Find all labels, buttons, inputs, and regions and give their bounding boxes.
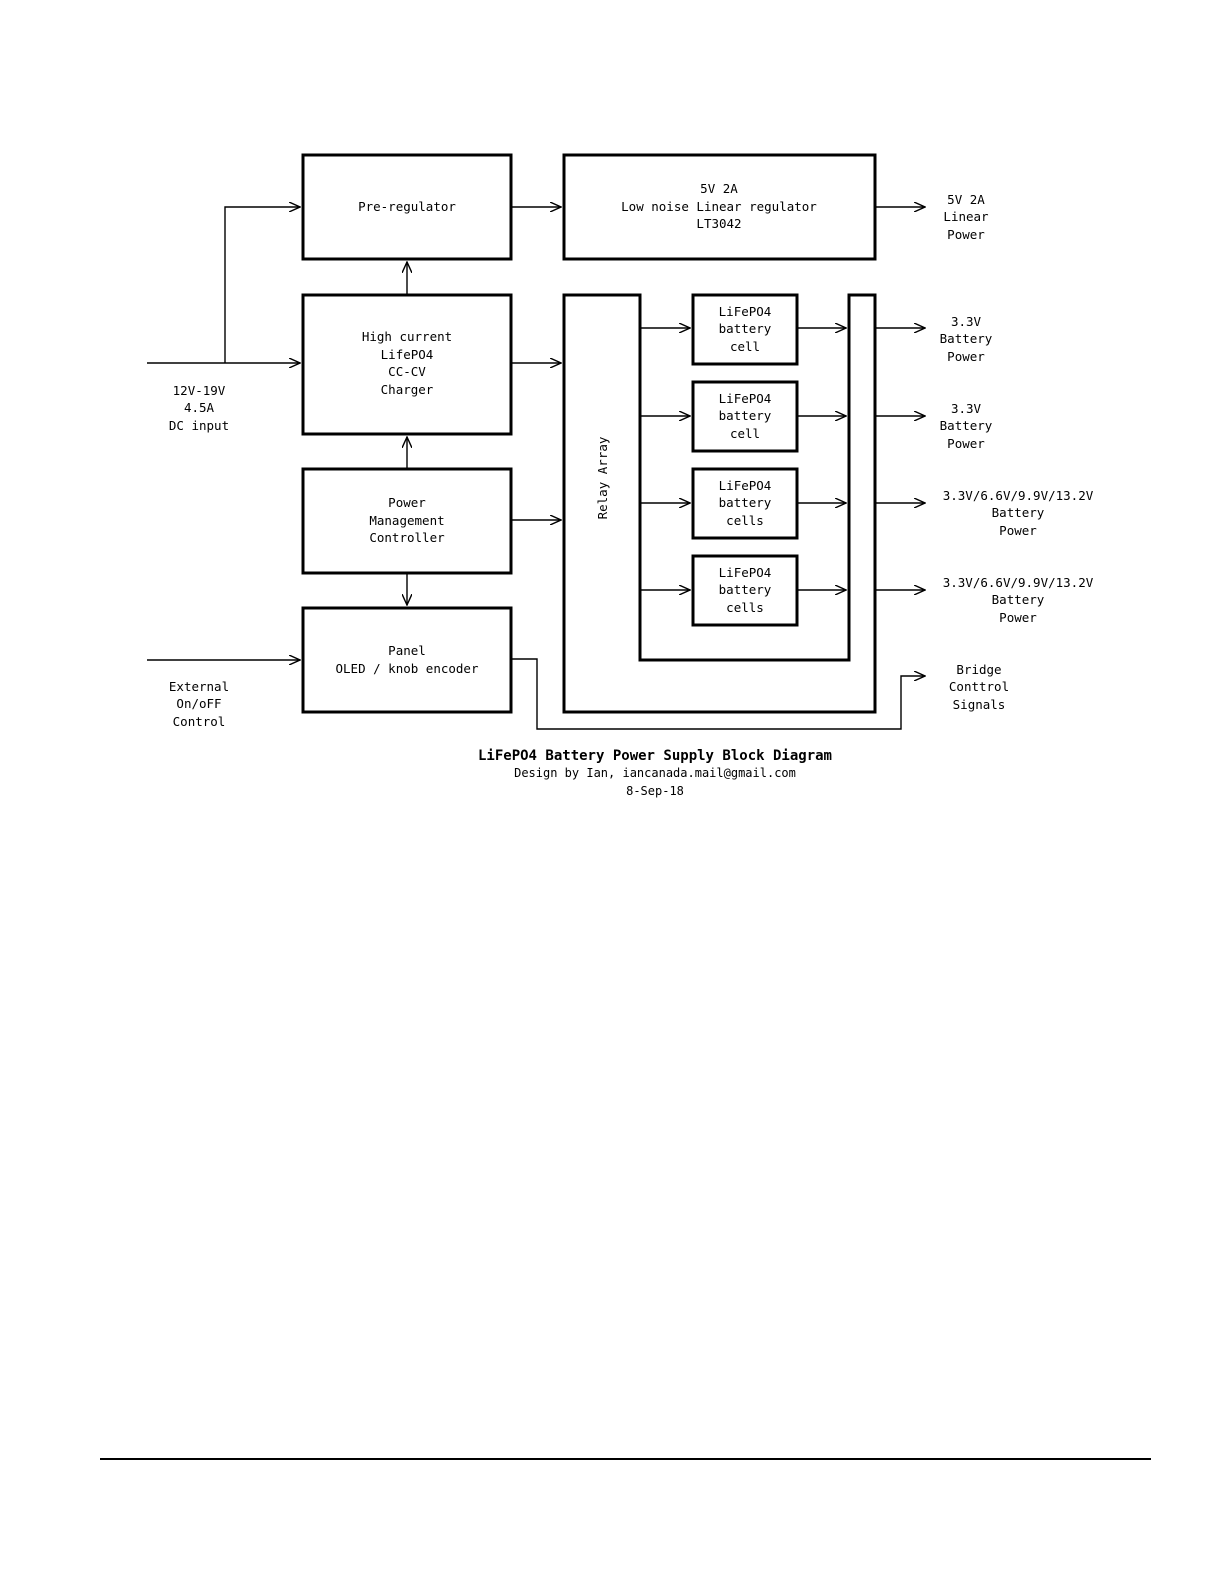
bridge-signals-line-2: Conttrol	[949, 679, 1009, 694]
battery-power-2-label: 3.3V Battery Power	[940, 401, 993, 451]
dc-input-line-1: 12V-19V	[173, 383, 226, 398]
battery-power-4-label: 3.3V/6.6V/9.9V/13.2V Battery Power	[943, 575, 1094, 625]
power-management-line-1: Power	[388, 495, 426, 510]
bridge-signals-line-3: Signals	[953, 697, 1006, 712]
power-management-line-2: Management	[369, 513, 444, 528]
battery-cell-2: LiFePO4 battery cell	[691, 380, 799, 453]
cell-3-line-1: LiFePO4	[719, 478, 772, 493]
battery-power-3-line-3: Power	[999, 523, 1037, 538]
linear-power-line-2: Linear	[943, 209, 989, 224]
pre-regulator-block: Pre-regulator	[301, 153, 513, 261]
caption-date: 8-Sep-18	[626, 784, 684, 798]
cell-4-line-3: cells	[726, 600, 764, 615]
charger-line-2: LifePO4	[381, 347, 434, 362]
footer-rule	[100, 1458, 1151, 1460]
dc-input-label: 12V-19V 4.5A DC input	[169, 383, 229, 433]
diagram-caption: LiFePO4 Battery Power Supply Block Diagr…	[478, 748, 832, 798]
charger-line-1: High current	[362, 329, 452, 344]
panel-line-1: Panel	[388, 643, 426, 658]
battery-cell-3: LiFePO4 battery cells	[691, 467, 799, 540]
battery-power-4-line-2: Battery	[992, 592, 1045, 607]
cell-4-line-1: LiFePO4	[719, 565, 772, 580]
battery-power-2-line-3: Power	[947, 436, 985, 451]
cell-1-line-1: LiFePO4	[719, 304, 772, 319]
battery-power-1-line-1: 3.3V	[951, 314, 982, 329]
battery-power-3-line-2: Battery	[992, 505, 1045, 520]
charger-line-4: Charger	[381, 382, 434, 397]
battery-power-2-line-1: 3.3V	[951, 401, 982, 416]
cell-2-line-1: LiFePO4	[719, 391, 772, 406]
battery-cell-4: LiFePO4 battery cells	[691, 554, 799, 627]
linear-power-label: 5V 2A Linear Power	[943, 192, 989, 242]
battery-power-3-line-1: 3.3V/6.6V/9.9V/13.2V	[943, 488, 1094, 503]
battery-cell-1: LiFePO4 battery cell	[691, 293, 799, 366]
battery-power-3-label: 3.3V/6.6V/9.9V/13.2V Battery Power	[943, 488, 1094, 538]
linear-power-line-3: Power	[947, 227, 985, 242]
panel-line-2: OLED / knob encoder	[336, 661, 479, 676]
charger-block: High current LifePO4 CC-CV Charger	[301, 293, 513, 436]
bridge-signals-label: Bridge Conttrol Signals	[949, 662, 1009, 712]
bridge-signals-line-1: Bridge	[956, 662, 1001, 677]
battery-power-1-line-3: Power	[947, 349, 985, 364]
linear-power-line-1: 5V 2A	[947, 192, 985, 207]
charger-line-3: CC-CV	[388, 364, 426, 379]
cell-2-line-2: battery	[719, 408, 772, 423]
bridge-signals-arrow	[511, 658, 925, 730]
battery-power-1-line-2: Battery	[940, 331, 993, 346]
power-management-line-3: Controller	[369, 530, 445, 545]
battery-power-4-line-1: 3.3V/6.6V/9.9V/13.2V	[943, 575, 1094, 590]
cell-3-line-3: cells	[726, 513, 764, 528]
cell-3-line-2: battery	[719, 495, 772, 510]
caption-title: LiFePO4 Battery Power Supply Block Diagr…	[478, 748, 832, 764]
external-control-line-3: Control	[173, 714, 226, 729]
battery-power-1-label: 3.3V Battery Power	[940, 314, 993, 364]
dc-input-line-3: DC input	[169, 418, 229, 433]
power-management-block: Power Management Controller	[301, 467, 513, 575]
battery-power-2-line-2: Battery	[940, 418, 993, 433]
linear-regulator-line-2: Low noise Linear regulator	[621, 199, 817, 214]
panel-block: Panel OLED / knob encoder	[301, 606, 513, 714]
pre-regulator-label: Pre-regulator	[358, 199, 456, 214]
external-control-label: External On/oFF Control	[169, 679, 229, 729]
linear-regulator-line-3: LT3042	[696, 216, 741, 231]
caption-design: Design by Ian, iancanada.mail@gmail.com	[514, 766, 796, 780]
dc-input-line-2: 4.5A	[184, 400, 215, 415]
linear-regulator-line-1: 5V 2A	[700, 181, 738, 196]
external-control-line-1: External	[169, 679, 229, 694]
linear-regulator-block: 5V 2A Low noise Linear regulator LT3042	[562, 153, 877, 261]
cell-2-line-3: cell	[730, 426, 760, 441]
cell-4-line-2: battery	[719, 582, 772, 597]
connections	[147, 207, 925, 730]
relay-array-label: Relay Array	[595, 436, 610, 519]
cell-1-line-3: cell	[730, 339, 760, 354]
dc-input-to-preregulator-arrow	[224, 207, 300, 363]
external-control-line-2: On/oFF	[176, 696, 221, 711]
cell-1-line-2: battery	[719, 321, 772, 336]
battery-power-4-line-3: Power	[999, 610, 1037, 625]
